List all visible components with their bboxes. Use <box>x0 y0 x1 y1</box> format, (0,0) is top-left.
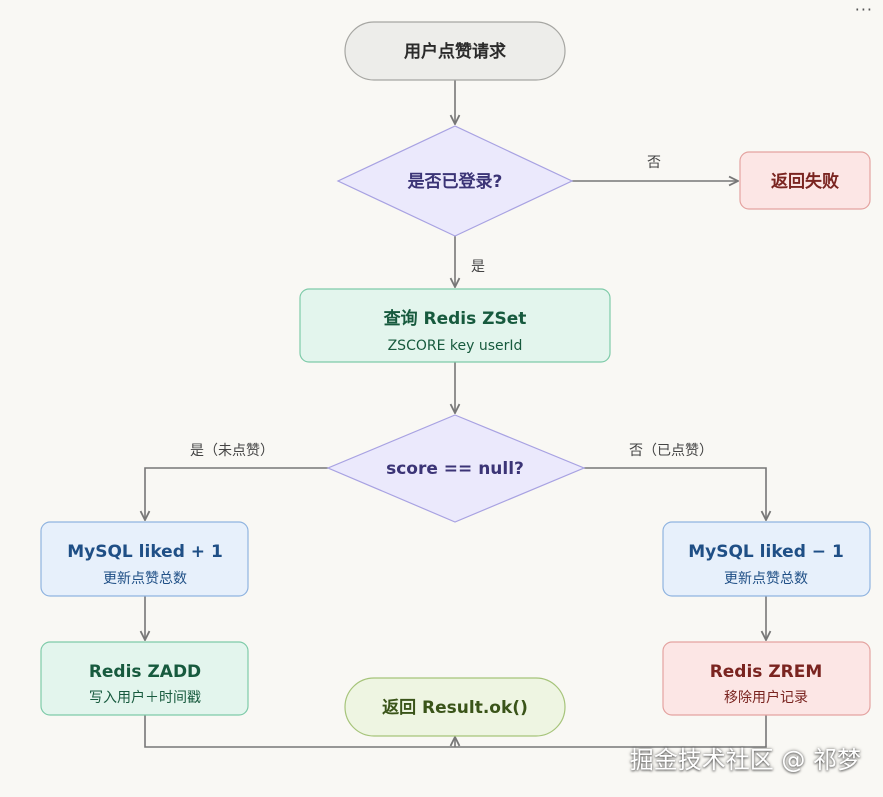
node-start: 用户点赞请求 <box>344 21 566 81</box>
node-mysql-dec-sub: 更新点赞总数 <box>724 571 808 587</box>
node-return-fail-title: 返回失败 <box>771 171 839 192</box>
node-login-check-title: 是否已登录? <box>408 171 503 192</box>
node-query-zset-sub: ZSCORE key userId <box>388 338 523 354</box>
node-start-title: 用户点赞请求 <box>404 41 506 62</box>
node-redis-zadd-sub: 写入用户＋时间戳 <box>89 689 201 706</box>
edges <box>144 80 767 748</box>
node-redis-zrem-sub: 移除用户记录 <box>724 689 808 706</box>
node-return-ok-title: 返回 Result.ok() <box>382 698 528 718</box>
node-redis-zadd-title: Redis ZADD <box>89 662 201 682</box>
node-redis-zrem-title: Redis ZREM <box>710 662 823 682</box>
edge-label-login-yes: 是 <box>471 259 485 275</box>
node-redis-zadd: Redis ZADD 写入用户＋时间戳 <box>40 641 249 716</box>
node-login-check: 是否已登录? <box>336 125 574 237</box>
node-score-check: score == null? <box>326 414 586 523</box>
node-mysql-inc-title: MySQL liked + 1 <box>67 542 223 562</box>
edge-score-to-mysql-inc <box>145 467 328 520</box>
node-query-zset: 查询 Redis ZSet ZSCORE key userId <box>299 288 611 363</box>
node-mysql-dec: MySQL liked − 1 更新点赞总数 <box>662 521 871 597</box>
more-options-icon[interactable]: ··· <box>854 0 873 19</box>
node-mysql-dec-title: MySQL liked − 1 <box>688 542 844 562</box>
node-score-check-title: score == null? <box>386 459 524 479</box>
edge-label-score-no: 否（已点赞） <box>629 443 713 459</box>
node-return-fail: 返回失败 <box>739 151 871 210</box>
node-redis-zrem: Redis ZREM 移除用户记录 <box>662 641 871 716</box>
node-mysql-inc: MySQL liked + 1 更新点赞总数 <box>40 521 249 597</box>
edge-score-to-mysql-dec <box>584 467 766 520</box>
edge-label-login-no: 否 <box>647 155 661 171</box>
edge-label-score-yes: 是（未点赞） <box>190 443 274 459</box>
node-return-ok: 返回 Result.ok() <box>344 677 566 737</box>
edge-zadd-to-ok <box>144 715 455 748</box>
node-query-zset-title: 查询 Redis ZSet <box>383 308 527 329</box>
edge-zrem-to-ok <box>455 715 767 748</box>
node-mysql-inc-sub: 更新点赞总数 <box>103 571 187 587</box>
